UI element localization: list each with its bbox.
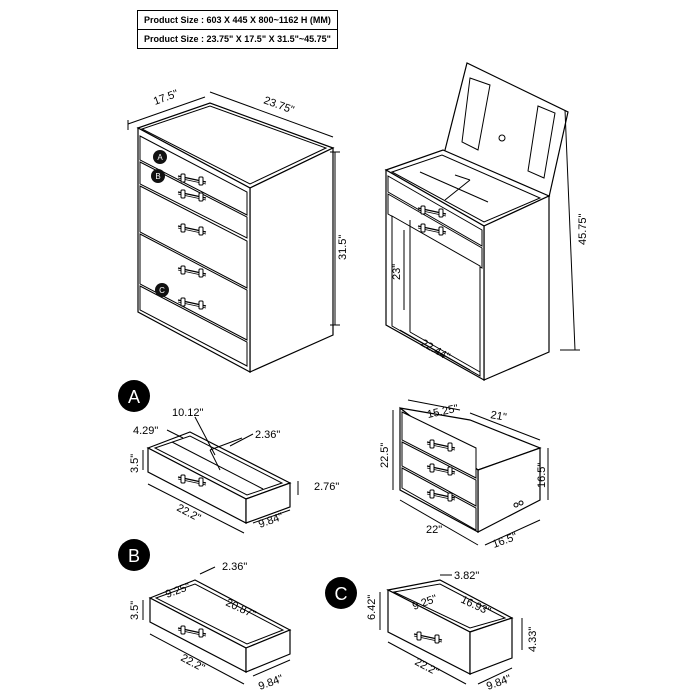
- a-dim-2-36: 2.36": [255, 429, 280, 441]
- chest-of-drawers: A B C 17.5" 23.75" 31.5": [127, 88, 349, 374]
- a-dim-2-76: 2.76": [314, 481, 339, 493]
- badge-b-small: B: [151, 169, 165, 183]
- c-dim-9-84: 9.84": [485, 673, 513, 693]
- c-dim-3-82: 3.82": [454, 570, 479, 582]
- section-c-badge: C: [335, 584, 348, 604]
- badge-c-small: C: [155, 283, 169, 297]
- cv-side-height-label: 16.5": [536, 463, 548, 488]
- chest-height-label: 31.5": [337, 235, 349, 260]
- open-vanity: 45.75" 23" 22.44": [384, 62, 589, 382]
- section-b-badge: B: [128, 546, 140, 566]
- section-a: A 10.12" 4.29" 2.36" 3.5" 2.76" 22.2" 9.…: [118, 380, 339, 534]
- vanity-height-label: 45.75": [577, 213, 589, 245]
- vanity-leg-height-label: 23": [391, 264, 403, 280]
- c-dim-22-2: 22.2": [413, 656, 441, 679]
- b-dim-3-5: 3.5": [129, 601, 141, 620]
- cv-height-label: 22.5": [379, 443, 391, 468]
- section-b: B 2.36" 9.25" 20.87" 3.5" 22.2" 9.84": [118, 539, 292, 693]
- b-dim-9-84: 9.84": [257, 673, 285, 693]
- svg-text:B: B: [155, 172, 160, 181]
- svg-text:A: A: [157, 153, 163, 162]
- a-dim-4-29: 4.29": [133, 425, 158, 437]
- chest-depth-label: 17.5": [152, 88, 180, 108]
- product-size-table: Product Size : 603 X 445 X 800~1162 H (M…: [137, 10, 338, 49]
- cv-top-width-label: 21": [489, 409, 507, 424]
- svg-text:C: C: [159, 286, 165, 295]
- cv-front-width-label: 22": [426, 524, 442, 536]
- product-size-inches: Product Size : 23.75" X 17.5" X 31.5"~45…: [137, 29, 338, 49]
- c-dim-6-42: 6.42": [366, 595, 378, 620]
- a-dim-10-12: 10.12": [172, 407, 204, 419]
- b-dim-22-2: 22.2": [179, 652, 207, 675]
- closed-vanity: 15.25" 21" 22.5" 16.5" 22" 16.5": [379, 399, 549, 551]
- b-dim-2-36: 2.36": [222, 561, 247, 573]
- cv-side-depth-label: 16.5": [491, 531, 519, 551]
- section-c: C 3.82" 9.25" 16.93" 6.42" 4.33" 22.2" 9…: [325, 570, 539, 693]
- section-a-badge: A: [128, 387, 140, 407]
- badge-a-small: A: [153, 150, 167, 164]
- a-dim-3-5: 3.5": [129, 454, 141, 473]
- c-dim-4-33: 4.33": [527, 627, 539, 652]
- a-dim-22-2: 22.2": [175, 502, 203, 525]
